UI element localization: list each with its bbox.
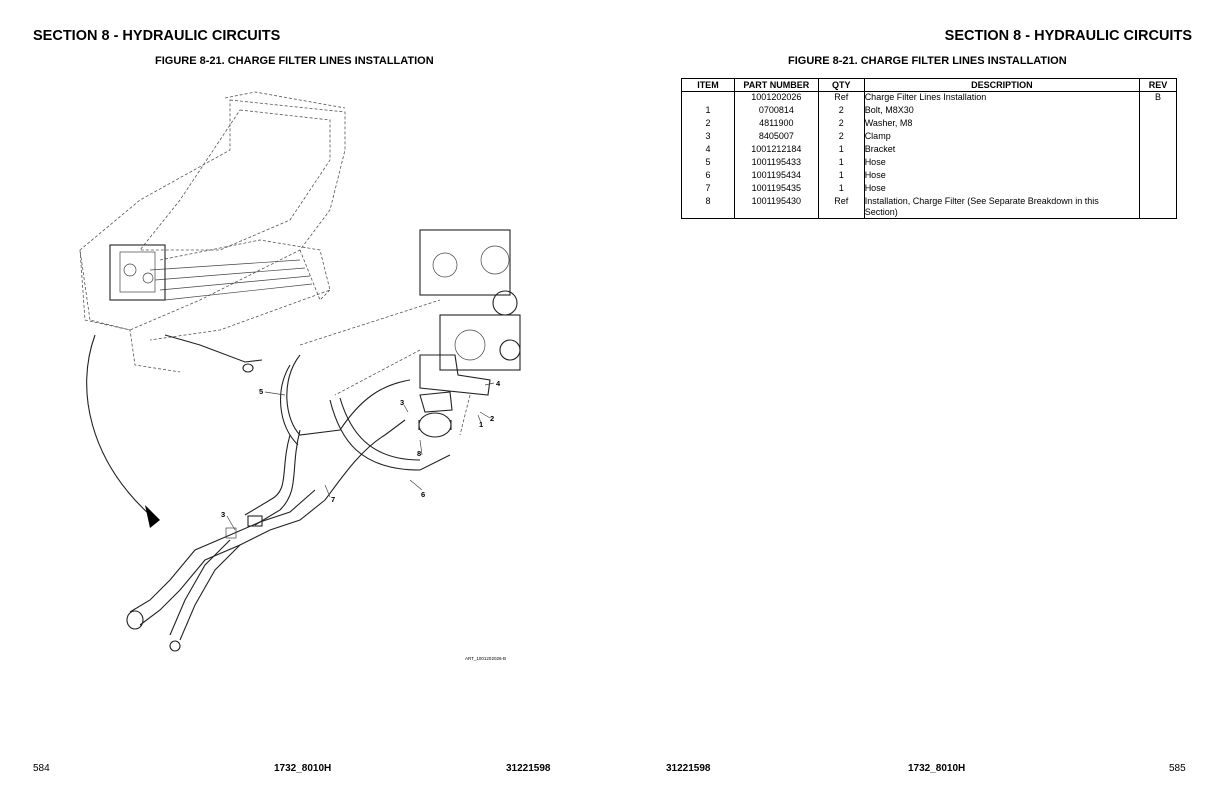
cell-part-number: 1001212184 [733, 144, 819, 157]
engine-block [109, 244, 263, 373]
callout-5: 5 [259, 387, 263, 396]
filter-bracket [418, 354, 491, 438]
cell-rev [1139, 196, 1177, 219]
callout-8: 8 [417, 449, 421, 458]
cell-item: 5 [681, 157, 735, 170]
cell-rev [1139, 170, 1177, 183]
callout-6: 6 [421, 490, 425, 499]
cell-rev [1139, 118, 1177, 131]
art-id: ART_1001202026-B [465, 656, 506, 661]
cell-description: Clamp [863, 131, 1141, 144]
right-model: 1732_8010H [908, 763, 966, 774]
table-header-row: ITEM PART NUMBER QTY DESCRIPTION REV [681, 78, 1177, 92]
table-row: 1001202026 Ref Charge Filter Lines Insta… [681, 91, 1177, 105]
cell-description: Charge Filter Lines Installation [863, 91, 1141, 105]
right-doc-number: 31221598 [666, 763, 711, 774]
cell-qty: 1 [817, 183, 865, 196]
hydraulic-pump [419, 229, 521, 371]
hoses [126, 354, 451, 652]
callout-7: 7 [331, 495, 335, 504]
callout-2: 2 [490, 414, 494, 423]
table-row: 8 1001195430 Ref Installation, Charge Fi… [681, 196, 1177, 219]
parts-table: ITEM PART NUMBER QTY DESCRIPTION REV 100… [681, 78, 1177, 219]
right-figure-title: FIGURE 8-21. CHARGE FILTER LINES INSTALL… [788, 55, 1067, 67]
cell-qty: 2 [817, 105, 865, 118]
cell-item: 7 [681, 183, 735, 196]
cell-part-number: 1001202026 [733, 91, 819, 105]
cell-item: 8 [681, 196, 735, 219]
cell-item: 2 [681, 118, 735, 131]
callout-1: 1 [479, 420, 483, 429]
cell-qty: 1 [817, 170, 865, 183]
callout-4: 4 [496, 379, 501, 388]
cell-qty: Ref [817, 196, 865, 219]
table-row: 2 4811900 2 Washer, M8 [681, 118, 1177, 131]
cell-item: 4 [681, 144, 735, 157]
arrow-head [145, 505, 160, 528]
table-row: 7 1001195435 1 Hose [681, 183, 1177, 196]
header-rev: REV [1139, 78, 1177, 92]
table-row: 6 1001195434 1 Hose [681, 170, 1177, 183]
machine-frame [79, 91, 346, 373]
cell-part-number: 0700814 [733, 105, 819, 118]
left-model: 1732_8010H [274, 763, 332, 774]
callout-leaders [226, 382, 495, 531]
cell-part-number: 1001195433 [733, 157, 819, 170]
cell-qty: 1 [817, 144, 865, 157]
left-doc-number: 31221598 [506, 763, 551, 774]
cell-rev [1139, 183, 1177, 196]
cell-rev [1139, 131, 1177, 144]
table-row: 3 8405007 2 Clamp [681, 131, 1177, 144]
cell-qty: 2 [817, 131, 865, 144]
header-description: DESCRIPTION [863, 78, 1141, 92]
cell-item: 6 [681, 170, 735, 183]
cell-part-number: 1001195434 [733, 170, 819, 183]
header-part-number: PART NUMBER [733, 78, 819, 92]
cell-description: Bracket [863, 144, 1141, 157]
left-page-number: 584 [33, 763, 50, 774]
table-row: 4 1001212184 1 Bracket [681, 144, 1177, 157]
charge-filter-lines-illustration: 5 4 3 2 1 8 6 7 3 ART_1001202026-B [79, 91, 521, 661]
cell-item: 3 [681, 131, 735, 144]
cell-rev: B [1139, 91, 1177, 105]
cell-rev [1139, 144, 1177, 157]
cell-description: Bolt, M8X30 [863, 105, 1141, 118]
reference-arrow [86, 334, 151, 516]
right-section-title: SECTION 8 - HYDRAULIC CIRCUITS [944, 28, 1192, 44]
cell-part-number: 1001195435 [733, 183, 819, 196]
cell-item: 1 [681, 105, 735, 118]
cell-qty: 1 [817, 157, 865, 170]
cell-rev [1139, 105, 1177, 118]
cell-part-number: 8405007 [733, 131, 819, 144]
cell-description: Hose [863, 157, 1141, 170]
callout-3-upper: 3 [400, 398, 404, 407]
header-qty: QTY [817, 78, 865, 92]
cell-part-number: 4811900 [733, 118, 819, 131]
cell-description: Hose [863, 183, 1141, 196]
header-item: ITEM [681, 78, 735, 92]
table-row: 1 0700814 2 Bolt, M8X30 [681, 105, 1177, 118]
left-section-title: SECTION 8 - HYDRAULIC CIRCUITS [33, 28, 281, 44]
cell-description: Washer, M8 [863, 118, 1141, 131]
cell-item [681, 91, 735, 105]
right-page-number: 585 [1169, 763, 1186, 774]
cell-rev [1139, 157, 1177, 170]
table-row: 5 1001195433 1 Hose [681, 157, 1177, 170]
callout-3-lower: 3 [221, 510, 225, 519]
cell-part-number: 1001195430 [733, 196, 819, 219]
cell-description: Installation, Charge Filter (See Separat… [863, 196, 1141, 219]
cell-qty: 2 [817, 118, 865, 131]
cell-qty: Ref [817, 91, 865, 105]
cell-description: Hose [863, 170, 1141, 183]
left-figure-title: FIGURE 8-21. CHARGE FILTER LINES INSTALL… [155, 55, 434, 67]
